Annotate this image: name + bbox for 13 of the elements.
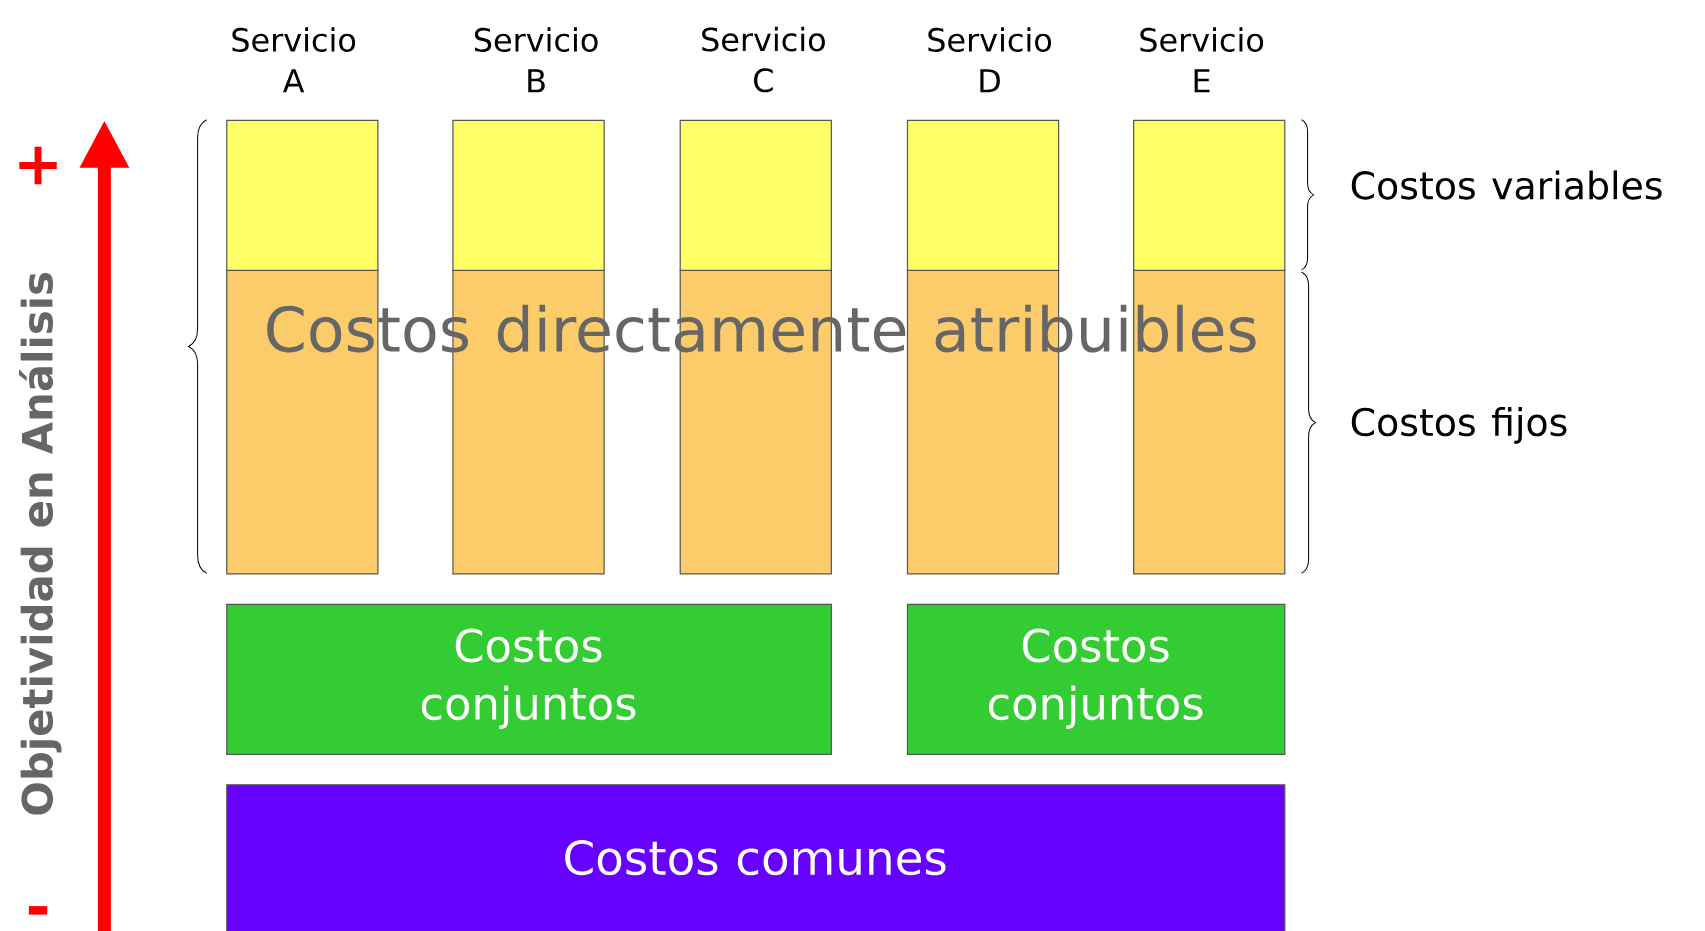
cost-box: Costos conjuntos xyxy=(906,603,1286,755)
column-header: Servicio A xyxy=(232,27,356,93)
column-header: Servicio B xyxy=(474,27,598,93)
brace-label: Costos fijos xyxy=(1351,407,1567,444)
column-header: Servicio C xyxy=(702,26,825,93)
axis-title: Objetividad en Análisis xyxy=(19,273,62,815)
cost-box: Costos comunes xyxy=(226,784,1286,931)
plus-sign: + xyxy=(19,146,57,185)
cost-box: Costos conjuntos xyxy=(226,603,832,755)
minus-sign: - xyxy=(28,906,48,915)
brace-label: Costos variables xyxy=(1351,170,1662,200)
column-header: Servicio E xyxy=(1140,27,1264,93)
column-header: Servicio D xyxy=(928,27,1052,93)
